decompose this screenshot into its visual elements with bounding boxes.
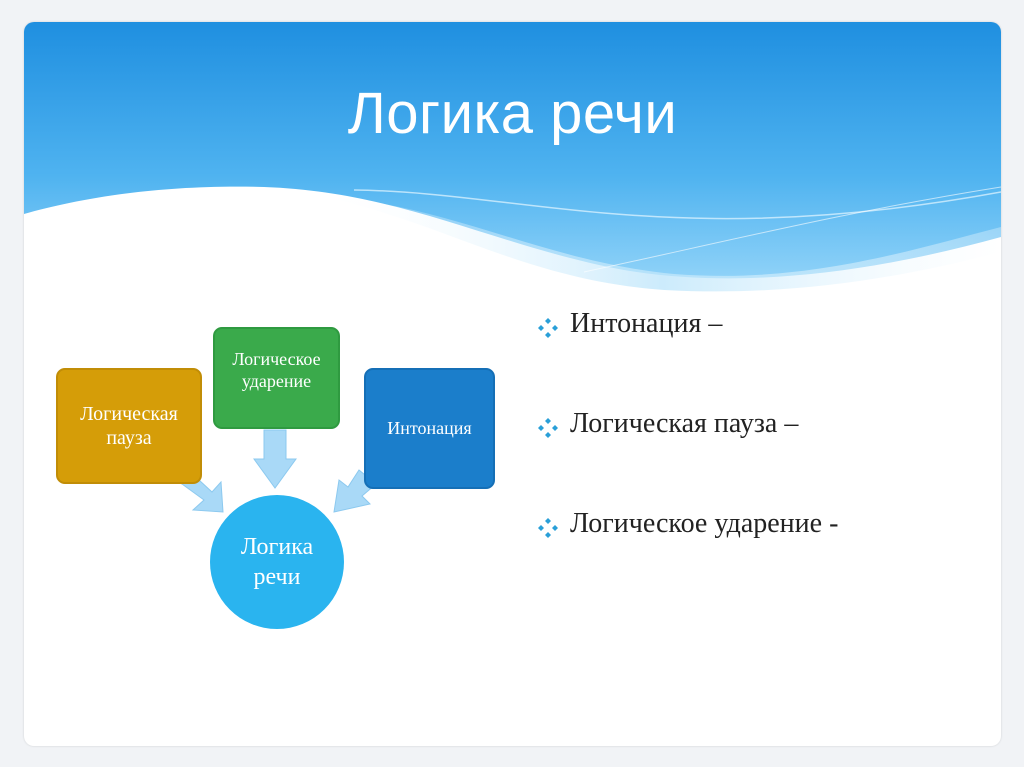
diagram-box-logical-pause: Логическая пауза <box>56 368 202 484</box>
box-label-line: Логическое <box>232 349 321 369</box>
bullet-list: Интонация – Логическая пауза – <box>536 308 976 608</box>
header-wave-background <box>24 22 1001 292</box>
diagram-box-logical-stress: Логическое ударение <box>213 327 340 429</box>
bullet-item: Интонация – <box>536 308 976 408</box>
circle-label-line: Логика <box>240 534 314 560</box>
bullet-item: Логическое ударение - <box>536 508 976 608</box>
bullet-item: Логическая пауза – <box>536 408 976 508</box>
bullet-text: Интонация – <box>570 308 723 339</box>
box-label-line: Логическая <box>80 403 178 425</box>
arrow-icon <box>173 479 224 513</box>
slide-title: Логика речи <box>347 81 678 146</box>
box-label-line: Интонация <box>387 417 472 438</box>
diamond-bullet-icon <box>538 318 558 338</box>
diamond-bullet-icon <box>538 518 558 538</box>
diagram-center-circle: Логика речи <box>210 495 344 629</box>
bullet-text: Логическое ударение - <box>570 508 839 539</box>
box-label-line: ударение <box>241 370 312 391</box>
diamond-bullet-icon <box>538 418 558 438</box>
box-label-line: пауза <box>106 427 152 449</box>
circle-label-line: речи <box>253 564 301 590</box>
diagram-box-intonation: Интонация <box>364 368 495 489</box>
arrow-icon <box>253 429 297 489</box>
slide: Логика речи Логическая пауза Логическое … <box>24 22 1001 746</box>
bullet-text: Логическая пауза – <box>570 408 799 439</box>
